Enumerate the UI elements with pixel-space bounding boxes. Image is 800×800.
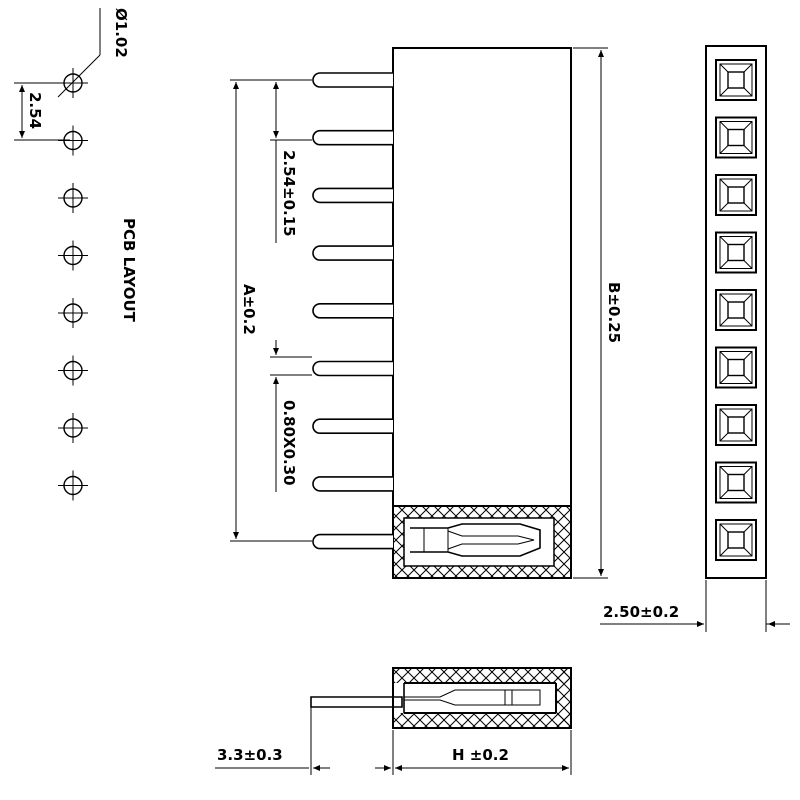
pin: [312, 360, 393, 377]
housing-side-view: [310, 667, 572, 729]
socket-group: [715, 59, 757, 561]
socket-cavity: [715, 59, 757, 101]
pin: [312, 245, 393, 261]
socket-cavity: [715, 346, 757, 389]
hole-diameter-label: Ø1.02: [112, 8, 130, 58]
socket-cavity: [715, 461, 757, 504]
pcb-hole: [58, 298, 88, 328]
hole-diameter-leader: [57, 8, 101, 98]
dim-b-label: B±0.25: [605, 282, 623, 343]
pin: [312, 129, 393, 146]
pin-size-dimension: [270, 340, 312, 492]
socket-cavity: [715, 174, 757, 216]
pcb-hole: [58, 183, 88, 213]
socket-cavity: [715, 231, 757, 274]
pin: [312, 187, 393, 204]
pcb-hole: [58, 240, 88, 271]
housing-front-view: [392, 47, 572, 579]
pin-pitch-dimension: [270, 79, 312, 243]
width-label: 2.50±0.2: [603, 603, 679, 621]
dim-h-dimension: [395, 730, 572, 775]
pin: [312, 533, 393, 550]
pin: [312, 303, 393, 319]
dim-h-label: H ±0.2: [452, 746, 509, 764]
pcb-hole: [58, 413, 88, 443]
socket-cavity: [715, 404, 757, 446]
pin-size-label: 0.80X0.30: [280, 400, 298, 486]
pcb-hole-column: [58, 68, 88, 501]
pcb-layout-title: PCB LAYOUT: [120, 218, 138, 323]
pin-pitch-label: 2.54±0.15: [280, 150, 298, 237]
dim-a-label: A±0.2: [240, 284, 258, 335]
pcb-hole: [58, 470, 88, 501]
pin-length-label: 3.3±0.3: [217, 746, 283, 764]
housing-top-view: [705, 45, 767, 579]
pin-group: [312, 72, 393, 550]
pin-length-dimension: [215, 705, 394, 775]
width-dimension: [600, 580, 790, 632]
pcb-pitch-label: 2.54: [26, 92, 44, 129]
socket-cavity: [715, 519, 757, 561]
socket-cavity: [715, 116, 757, 159]
pin: [312, 418, 393, 434]
dim-b-dimension: [573, 47, 608, 579]
socket-cavity: [715, 289, 757, 331]
pcb-pitch-dimension: [14, 82, 70, 141]
pcb-hole: [58, 355, 88, 386]
pin: [312, 72, 393, 88]
pin: [312, 476, 393, 492]
